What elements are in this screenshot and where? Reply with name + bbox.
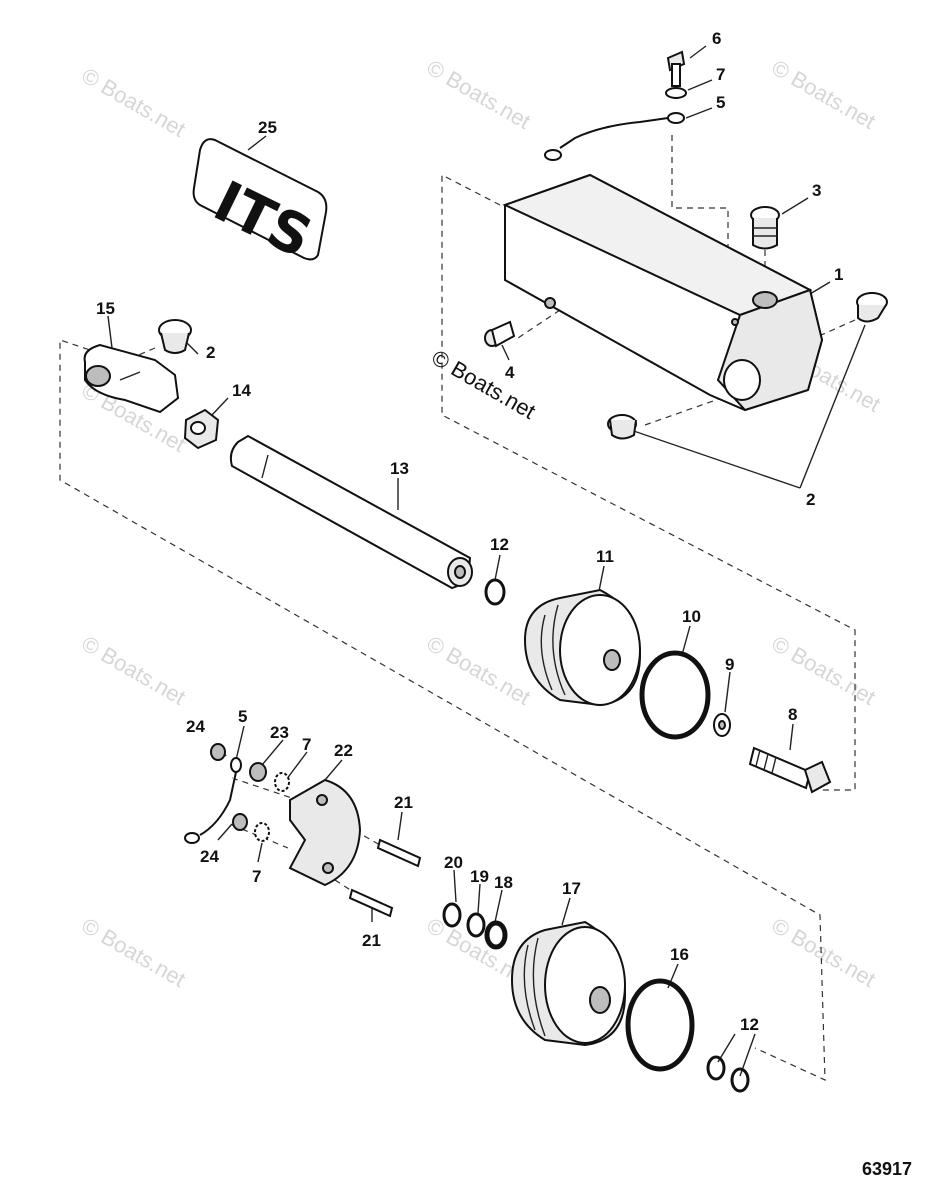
- its-label-decal: ITS: [192, 138, 328, 271]
- o-ring-upper: [484, 578, 506, 606]
- watermark: © Boats.net: [78, 631, 190, 710]
- watermark: © Boats.net: [78, 63, 190, 142]
- watermark: © Boats.net: [423, 631, 535, 710]
- o-ring-lower-b: [730, 1067, 750, 1093]
- callout-16: 16: [670, 945, 689, 964]
- callout-labels: 25 6 7 5 3 1 4 2 15 14 2 13 12 11 10 9 8…: [96, 29, 843, 1034]
- piston-seal: [639, 650, 711, 740]
- vent-screw: [484, 320, 516, 348]
- callout-15: 15: [96, 299, 115, 318]
- callout-12: 12: [740, 1015, 759, 1034]
- bushing-left: [158, 319, 192, 354]
- end-cap-seal: [625, 978, 695, 1072]
- lock-washer-upper: [274, 772, 290, 792]
- callout-24: 24: [186, 717, 205, 736]
- watermark: © Boats.net: [768, 55, 880, 134]
- o-ring-18: [484, 920, 508, 950]
- callout-6: 6: [712, 29, 721, 48]
- bushing-right: [856, 292, 888, 323]
- callout-13: 13: [390, 459, 409, 478]
- o-ring-lower-a: [706, 1055, 726, 1081]
- callout-10: 10: [682, 607, 701, 626]
- ground-screw: [666, 50, 686, 87]
- callout-1: 1: [834, 265, 843, 284]
- callout-21: 21: [362, 931, 381, 950]
- callout-2: 2: [806, 490, 815, 509]
- callout-11: 11: [596, 547, 614, 566]
- callout-22: 22: [334, 741, 353, 760]
- figure-number: 63917: [862, 1159, 912, 1179]
- bushing-lower: [607, 414, 637, 440]
- callout-20: 20: [444, 853, 463, 872]
- piston-rod: [229, 434, 473, 590]
- ground-strap-lower: [184, 757, 242, 844]
- washer-19: [466, 912, 486, 938]
- cylinder-clamp: [288, 778, 362, 887]
- callout-5: 5: [716, 93, 725, 112]
- piston: [523, 588, 642, 707]
- callout-5: 5: [238, 707, 247, 726]
- retaining-ring: [442, 902, 462, 928]
- callout-7: 7: [716, 65, 725, 84]
- watermark-dark: © Boats.net: [428, 345, 540, 424]
- ground-strap-top: [544, 112, 685, 161]
- fill-plug: [750, 206, 780, 250]
- callout-25: 25: [258, 118, 277, 137]
- cylinder-housing: [502, 173, 824, 412]
- stud-lower: [348, 888, 394, 918]
- callout-2: 2: [206, 343, 215, 362]
- callout-8: 8: [788, 705, 797, 724]
- callout-24: 24: [200, 847, 219, 866]
- stud-upper: [376, 838, 422, 868]
- callout-7: 7: [302, 735, 311, 754]
- callout-17: 17: [562, 879, 581, 898]
- watermark: © Boats.net: [423, 55, 535, 134]
- watermark: © Boats.net: [78, 913, 190, 992]
- nut-24-upper: [210, 743, 226, 761]
- callout-9: 9: [725, 655, 734, 674]
- callout-19: 19: [470, 867, 489, 886]
- flat-washer: [713, 713, 731, 737]
- rod-end: [83, 343, 180, 414]
- callout-4: 4: [505, 363, 515, 382]
- callout-3: 3: [812, 181, 821, 200]
- callout-7: 7: [252, 867, 261, 886]
- callout-12: 12: [490, 535, 509, 554]
- nut-23: [249, 762, 267, 782]
- lock-washer-top: [665, 87, 687, 99]
- end-cap: [510, 920, 627, 1047]
- callout-18: 18: [494, 873, 513, 892]
- callout-23: 23: [270, 723, 289, 742]
- bolt: [748, 746, 832, 794]
- lock-washer-lower: [254, 822, 270, 842]
- callout-14: 14: [232, 381, 251, 400]
- watermark: © Boats.net: [768, 913, 880, 992]
- callout-21: 21: [394, 793, 413, 812]
- watermark: © Boats.net: [768, 631, 880, 710]
- nut-24-lower: [232, 813, 248, 831]
- jam-nut: [183, 408, 220, 450]
